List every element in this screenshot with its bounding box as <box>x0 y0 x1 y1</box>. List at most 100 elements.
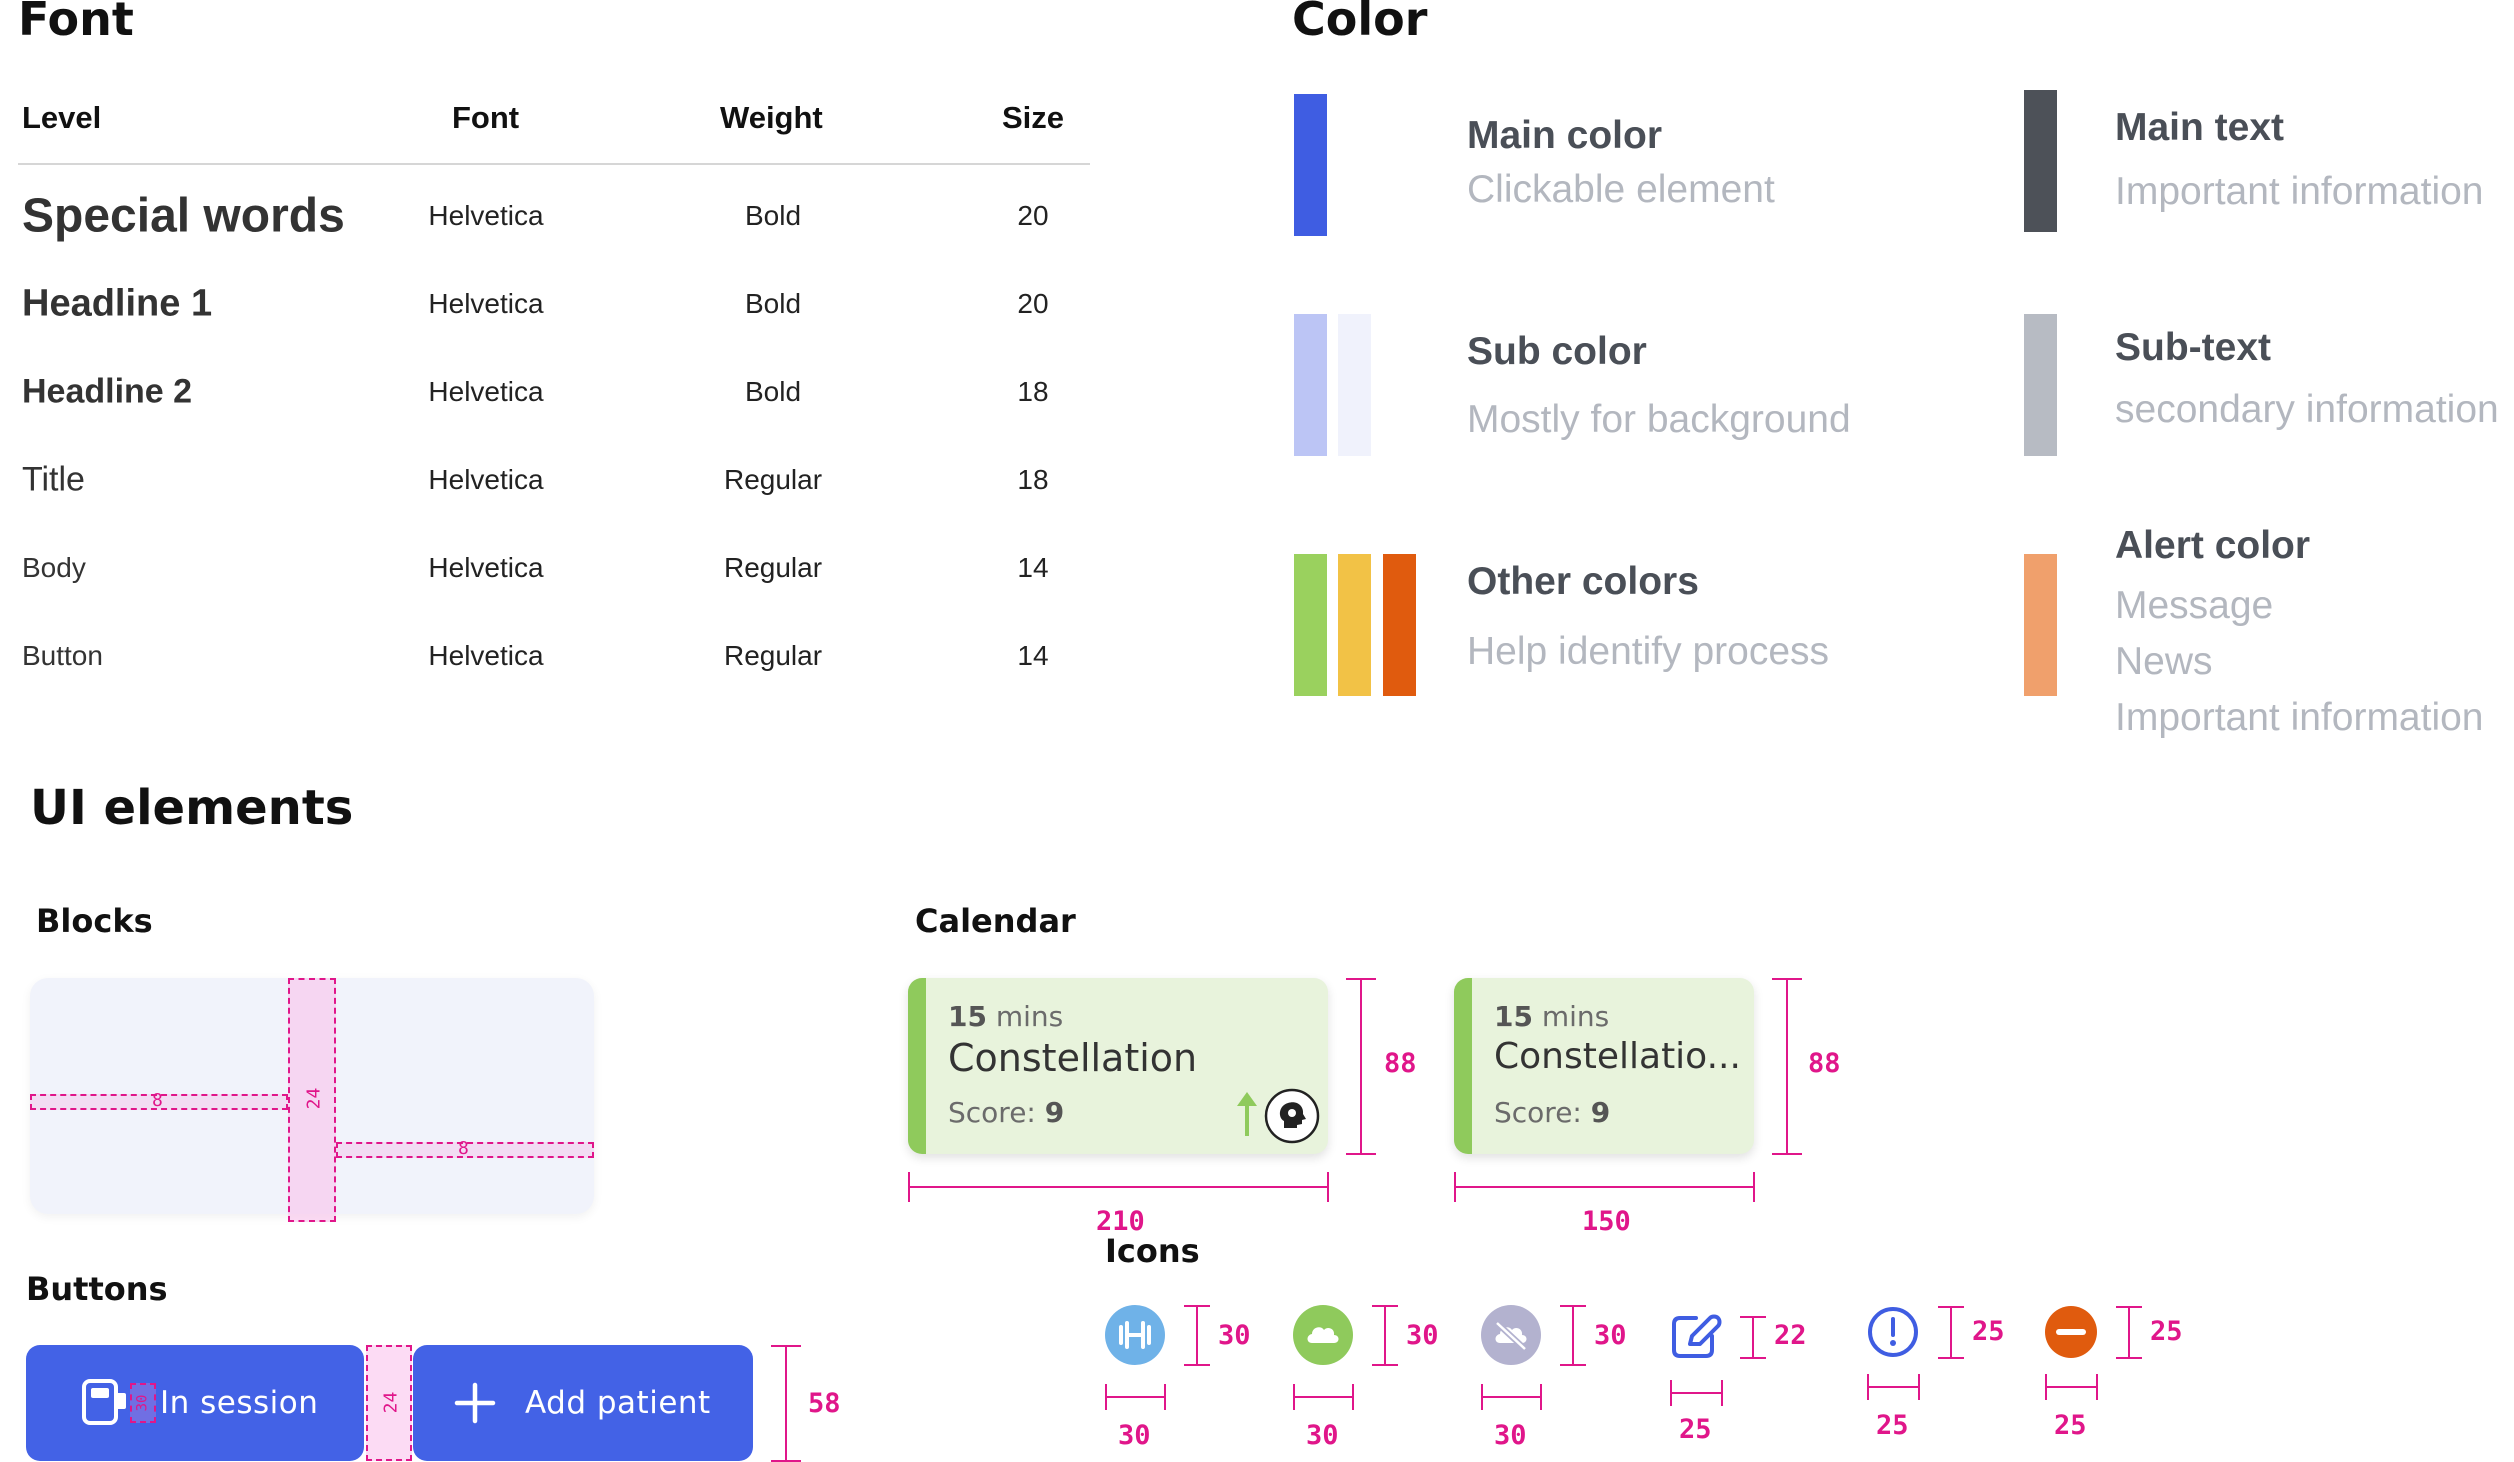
width-cap <box>1454 1172 1456 1202</box>
height-cap <box>1372 1305 1398 1307</box>
color-title: Sub color <box>1467 330 1647 373</box>
icon-width-value: 30 <box>1306 1420 1339 1451</box>
buttons-title: Buttons <box>26 1270 168 1308</box>
button-gap-value: 24 <box>380 1391 402 1414</box>
icon-height-value: 22 <box>1774 1320 1807 1351</box>
width-cap <box>1164 1384 1166 1410</box>
icon-height-value: 25 <box>2150 1316 2183 1347</box>
card-width-value: 150 <box>1582 1206 1631 1237</box>
header-level: Level <box>22 100 102 135</box>
height-line <box>1752 1316 1754 1358</box>
font-cell: Helvetica <box>428 640 544 671</box>
icon-height-value: 30 <box>1218 1320 1251 1351</box>
color-title: Sub-text <box>2115 326 2271 369</box>
swatch-main-color <box>1294 94 1327 236</box>
height-cap <box>1346 1153 1376 1155</box>
header-weight: Weight <box>720 100 823 135</box>
height-line <box>1786 978 1788 1154</box>
font-section-title: Font <box>18 0 134 46</box>
width-cap <box>1867 1374 1869 1400</box>
icon-width-value: 30 <box>1494 1420 1527 1451</box>
weight-cell: Bold <box>744 376 802 407</box>
width-line <box>1481 1396 1541 1398</box>
score-label: Score: 9 <box>948 1096 1065 1129</box>
color-desc: Message <box>2115 584 2274 627</box>
height-line <box>1196 1305 1198 1365</box>
color-desc: Help identify process <box>1467 630 1830 673</box>
width-line <box>1454 1186 1754 1188</box>
add-patient-button[interactable]: Add patient <box>413 1345 753 1461</box>
table-row: Headline 2 Helvetica Bold 18 <box>0 348 1100 436</box>
button-gap-indicator <box>366 1345 412 1461</box>
ui-section-title: UI elements <box>30 780 354 836</box>
color-desc: secondary information <box>2115 388 2499 431</box>
height-line <box>2128 1306 2130 1358</box>
height-line <box>1360 978 1362 1154</box>
button-label: In session <box>160 1385 319 1421</box>
size-cell: 20 <box>1017 200 1049 231</box>
width-line <box>1867 1386 1919 1388</box>
icon-width-value: 25 <box>2054 1410 2087 1441</box>
color-section-title: Color <box>1292 0 1428 46</box>
color-desc: Important information <box>2115 170 2484 213</box>
session-name: Constellatio... <box>1494 1036 1741 1077</box>
blocks-title: Blocks <box>36 902 153 940</box>
status-bar <box>1454 978 1472 1154</box>
cloud-icon <box>1293 1305 1353 1365</box>
height-line <box>785 1345 787 1461</box>
button-label: Add patient <box>525 1385 711 1421</box>
weight-cell: Regular <box>723 552 823 583</box>
swatch-yellow <box>1338 554 1371 696</box>
calendar-title: Calendar <box>915 902 1076 940</box>
duration-label: 15 mins <box>1494 1000 1610 1033</box>
color-title: Main color <box>1467 114 1663 157</box>
width-line <box>1105 1396 1165 1398</box>
width-cap <box>1481 1384 1483 1410</box>
width-cap <box>1293 1384 1295 1410</box>
swatch-sub-color-2 <box>1338 314 1371 456</box>
width-line <box>2045 1386 2097 1388</box>
level-label: Button <box>22 640 103 671</box>
height-cap <box>1560 1364 1586 1366</box>
trend-up-arrow-icon <box>1237 1092 1257 1136</box>
session-device-icon <box>82 1379 126 1425</box>
swatch-main-text <box>2024 90 2057 232</box>
icon-width-value: 30 <box>1118 1420 1151 1451</box>
height-cap <box>771 1460 801 1462</box>
table-row: Special words Helvetica Bold 20 <box>0 172 1100 260</box>
height-line <box>1950 1306 1952 1358</box>
width-cap <box>1721 1380 1723 1406</box>
size-cell: 18 <box>1017 464 1049 495</box>
calendar-card-wide[interactable]: 15 mins Constellation Score: 9 <box>908 978 1328 1154</box>
duration-label: 15 mins <box>948 1000 1064 1033</box>
card-height-value: 88 <box>1808 1048 1841 1079</box>
calendar-card-narrow[interactable]: 15 mins Constellatio... Score: 9 <box>1454 978 1754 1154</box>
width-line <box>908 1186 1328 1188</box>
color-title: Other colors <box>1467 560 1699 603</box>
width-cap <box>1352 1384 1354 1410</box>
height-line <box>1384 1305 1386 1365</box>
padding-left-value: 8 <box>152 1090 163 1111</box>
table-row: Title Helvetica Regular 18 <box>0 436 1100 524</box>
height-cap <box>1372 1364 1398 1366</box>
card-height-value: 88 <box>1384 1048 1417 1079</box>
remove-icon <box>2045 1306 2097 1358</box>
icons-title: Icons <box>1105 1232 1200 1270</box>
in-session-button[interactable]: 30 In session <box>26 1345 364 1461</box>
size-cell: 14 <box>1017 640 1049 671</box>
height-cap <box>1938 1306 1964 1308</box>
font-cell: Helvetica <box>428 376 544 407</box>
width-cap <box>1540 1384 1542 1410</box>
level-label: Title <box>22 460 85 499</box>
height-cap <box>1772 1153 1802 1155</box>
swatch-alert <box>2024 554 2057 696</box>
button-height-value: 58 <box>808 1388 841 1419</box>
size-cell: 20 <box>1017 288 1049 319</box>
width-cap <box>908 1172 910 1202</box>
edit-icon <box>1672 1314 1722 1358</box>
height-cap <box>1346 978 1376 980</box>
width-line <box>1293 1396 1353 1398</box>
table-header-divider <box>18 163 1090 165</box>
font-cell: Helvetica <box>428 552 544 583</box>
color-title: Alert color <box>2115 524 2311 567</box>
